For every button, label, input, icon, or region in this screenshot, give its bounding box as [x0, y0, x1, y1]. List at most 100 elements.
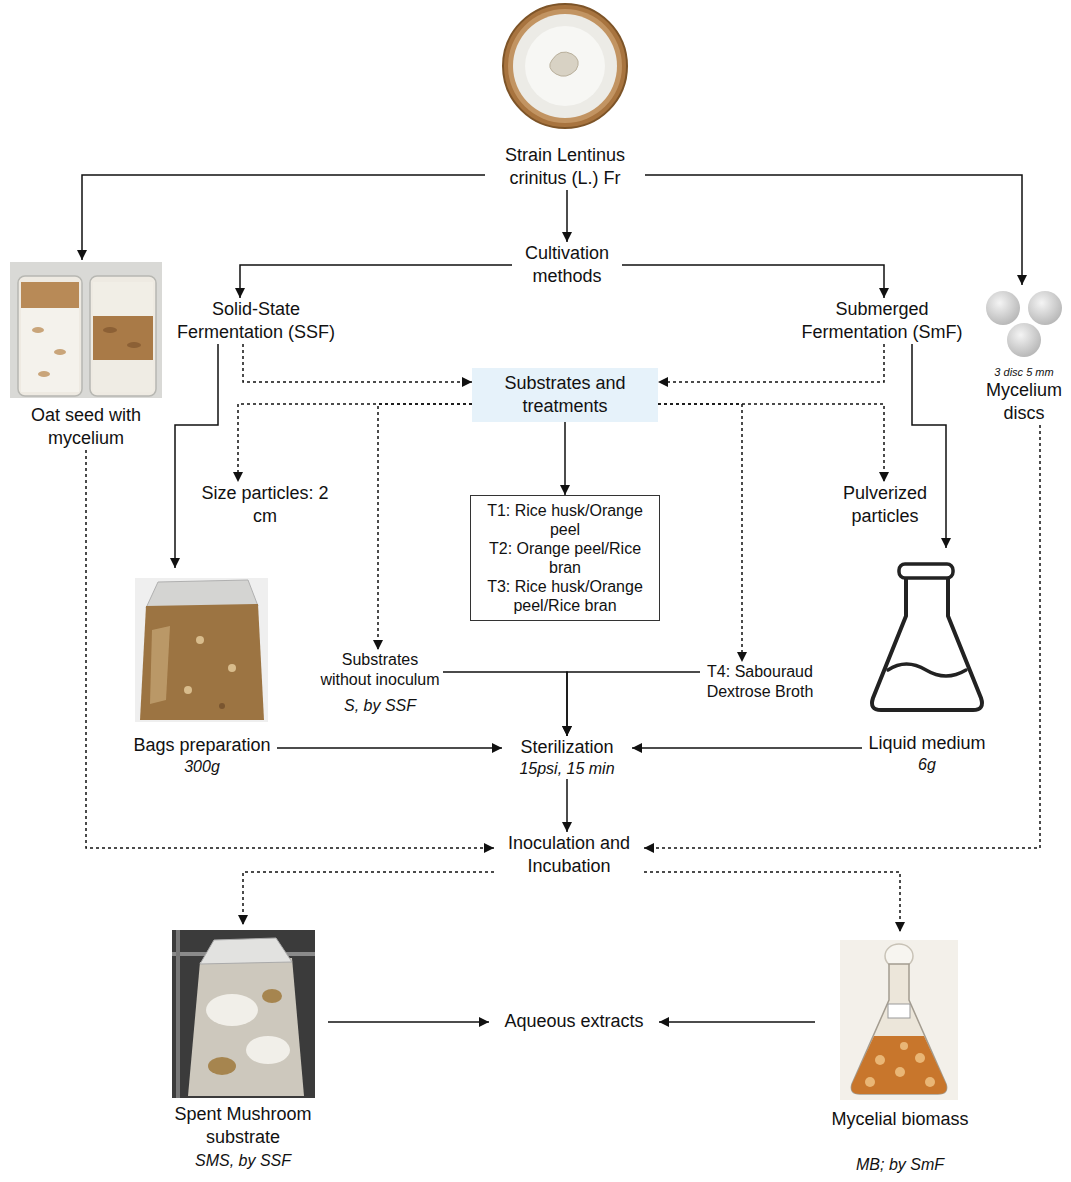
connector-arrow: [240, 265, 512, 298]
mycelium-inner: [525, 26, 605, 106]
connector-arrow: [632, 747, 862, 749]
mycelium-discs: [986, 291, 1062, 357]
flask-liquid: [888, 664, 966, 676]
node-text: Size particles: 2 cm: [195, 482, 335, 528]
substrate-patch: [262, 989, 282, 1003]
grain: [127, 342, 141, 348]
dish-outline: [503, 4, 627, 128]
process-label: Sterilization15psi, 15 min: [502, 736, 632, 779]
node-text: Mycelial biomass: [815, 1108, 985, 1131]
flask-body: [872, 578, 982, 710]
substrate-patch: [208, 1057, 236, 1075]
flask-glass: [851, 964, 946, 1094]
mycelium-grains: [93, 282, 153, 316]
connector-arrow: [644, 425, 1040, 848]
jar: [18, 276, 82, 396]
node-text: Cultivation methods: [512, 242, 622, 288]
pellet: [915, 1053, 925, 1063]
connector-arrow: [622, 265, 884, 298]
pellet: [925, 1077, 935, 1087]
node-text: Mycelium discs: [980, 379, 1068, 425]
dish-rim: [503, 4, 627, 128]
node-text: T4: Sabouraud Dextrose Broth: [700, 662, 820, 702]
connector-arrow: [238, 404, 472, 482]
photo-ground: [172, 930, 315, 1098]
node-text: Sterilization: [502, 736, 632, 759]
photo-node: Mycelial biomassMB; by SmF: [815, 932, 985, 1175]
plastic-top: [146, 580, 258, 608]
mycelium-mat: [513, 14, 617, 118]
jar: [90, 276, 156, 396]
bag-photo: [135, 578, 268, 722]
plastic-glare: [150, 626, 170, 704]
node-text: Substrates without inoculum: [317, 650, 443, 690]
node-text: 15psi, 15 min: [502, 759, 632, 779]
pellet: [900, 1042, 908, 1050]
node-text: 300g: [127, 757, 277, 777]
petri-dish-photo: [503, 4, 627, 128]
substrate: [140, 604, 264, 720]
node-text: Strain Lentinus crinitus (L.) Fr: [485, 144, 645, 190]
inoculum-plug: [550, 52, 579, 76]
grain: [103, 327, 117, 333]
connector-arrow: [658, 404, 742, 662]
photo-node: Oat seed with mycelium: [8, 260, 164, 450]
highlight-box: Substrates and treatments: [472, 368, 658, 422]
broth: [851, 1036, 946, 1094]
disc: [1028, 291, 1062, 325]
connector-arrow: [566, 779, 568, 832]
icon-node: Liquid medium6g: [862, 548, 992, 775]
process-label: T4: Sabouraud Dextrose Broth: [700, 662, 820, 702]
process-label: Inoculation and Incubation: [494, 832, 644, 878]
speck: [184, 686, 192, 694]
connector-arrow: [443, 672, 567, 736]
icon-node: 3 disc 5 mmMycelium discs: [980, 285, 1068, 425]
node-text: MB; by SmF: [815, 1155, 985, 1175]
connector-arrow: [564, 422, 566, 495]
connector-arrow: [277, 747, 502, 749]
mycelium: [206, 994, 258, 1026]
photo-ground: [135, 578, 268, 722]
flask-cap: [899, 564, 953, 578]
connector-arrow: [658, 344, 884, 382]
connector-arrow: [645, 175, 1022, 285]
node-text: T2: Orange peel/Rice bran: [477, 539, 653, 577]
connector-arrow: [86, 450, 494, 848]
node-text: Bags preparation: [127, 734, 277, 757]
photo-node: Bags preparation300g: [127, 568, 277, 777]
disc: [986, 291, 1020, 325]
bag-top: [200, 938, 292, 964]
mycelium: [246, 1036, 290, 1064]
oat-grains: [21, 282, 79, 308]
node-text: SMS, by SSF: [158, 1151, 328, 1171]
speck: [228, 664, 236, 672]
node-text: Spent Mushroom substrate: [158, 1103, 328, 1149]
connector-arrow: [328, 1021, 489, 1023]
process-label: Size particles: 2 cm: [195, 482, 335, 528]
node-text: Inoculation and Incubation: [494, 832, 644, 878]
connector-arrow: [175, 344, 218, 568]
connector-arrow: [659, 1021, 815, 1023]
grain: [32, 327, 44, 333]
treatment-box: T1: Rice husk/Orange peelT2: Orange peel…: [470, 495, 660, 621]
flask-icon: [872, 564, 982, 710]
connector-arrow: [243, 344, 472, 382]
pellet: [875, 1055, 885, 1065]
node-text: Solid-State Fermentation (SSF): [166, 298, 346, 344]
process-label: Aqueous extracts: [489, 1010, 659, 1033]
process-label: Cultivation methods: [512, 242, 622, 288]
photo-ground: [840, 940, 958, 1100]
process-label: Substrates without inoculumS, by SSF: [317, 650, 443, 716]
disc: [1007, 323, 1041, 357]
connector-arrow: [82, 175, 485, 260]
node-text: Submerged Fermentation (SmF): [792, 298, 972, 344]
node-text: Liquid medium: [862, 732, 992, 755]
node-text: 3 disc 5 mm: [980, 365, 1068, 379]
sms-photo: [172, 930, 315, 1098]
node-text: Aqueous extracts: [489, 1010, 659, 1033]
dish-edge: [508, 9, 622, 123]
connector-arrow: [378, 404, 472, 650]
photo-node: Strain Lentinus crinitus (L.) Fr: [485, 2, 645, 190]
process-label: Pulverized particles: [830, 482, 940, 528]
